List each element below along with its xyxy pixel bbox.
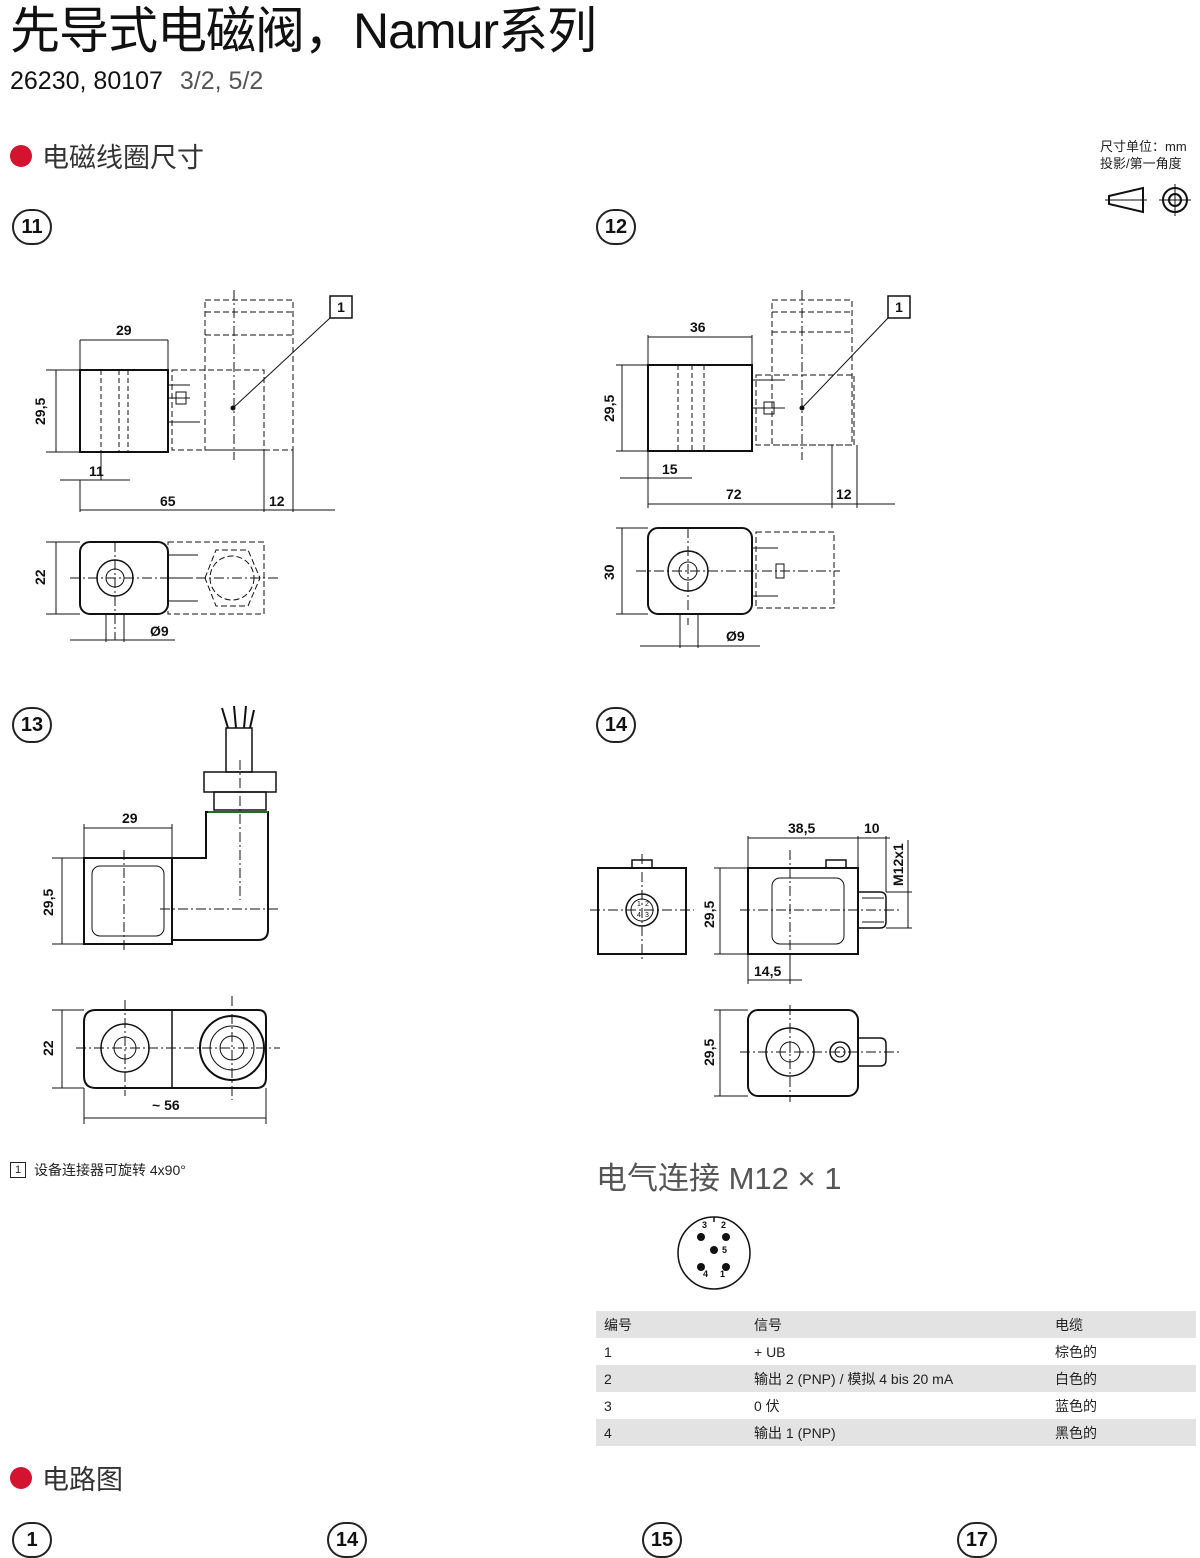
figure-11-drawing: 29 29,5 11 65 12 1 22 Ø9 bbox=[32, 290, 353, 642]
dim-width: 29 bbox=[122, 810, 138, 826]
note-marker: 1 bbox=[10, 1162, 26, 1178]
product-codes: 26230, 80107 bbox=[10, 67, 163, 95]
dim-offset: 11 bbox=[89, 463, 104, 479]
dim-diameter: Ø9 bbox=[150, 623, 169, 639]
dim-height: 29,5 bbox=[32, 398, 48, 425]
table-cell: 4 bbox=[604, 1424, 612, 1441]
pin-assignment-table: 编号 信号 电缆 1 + UB 棕色的 2 输出 2 (PNP) / 模拟 4 … bbox=[596, 1311, 1196, 1446]
circuit-badge: 14 bbox=[327, 1522, 367, 1558]
pin-label: 4 bbox=[703, 1269, 708, 1279]
table-cell: 1 bbox=[604, 1343, 612, 1360]
page-subtitle: 26230, 80107 3/2, 5/2 bbox=[10, 66, 263, 96]
dim-length: ~ 56 bbox=[152, 1097, 180, 1113]
pin-label: 1 bbox=[720, 1269, 725, 1279]
dim-height-bottom: 29,5 bbox=[701, 1039, 717, 1066]
table-row: 4 输出 1 (PNP) 黑色的 bbox=[596, 1419, 1196, 1446]
table-row: 1 + UB 棕色的 bbox=[596, 1338, 1196, 1365]
table-row: 3 0 伏 蓝色的 bbox=[596, 1392, 1196, 1419]
table-row: 2 输出 2 (PNP) / 模拟 4 bis 20 mA 白色的 bbox=[596, 1365, 1196, 1392]
dim-offset: 14,5 bbox=[754, 963, 781, 979]
table-cell: 3 bbox=[604, 1397, 612, 1414]
table-header-row: 编号 信号 电缆 bbox=[596, 1311, 1196, 1338]
valve-types: 3/2, 5/2 bbox=[179, 67, 264, 95]
projection-line: 投影/第一角度 bbox=[1100, 156, 1182, 171]
table-cell: 输出 1 (PNP) bbox=[754, 1424, 836, 1441]
pin-label: 5 bbox=[722, 1245, 727, 1255]
connection-title: 电气连接 M12 × 1 bbox=[596, 1161, 842, 1196]
dim-height: 29,5 bbox=[601, 395, 617, 422]
figure-12-drawing: 36 29,5 15 72 12 1 30 Ø9 bbox=[601, 290, 911, 648]
dim-extension: 12 bbox=[269, 493, 285, 509]
callout-label: 1 bbox=[337, 299, 345, 315]
dim-diameter: Ø9 bbox=[726, 628, 745, 644]
column-header: 电缆 bbox=[1055, 1316, 1083, 1333]
section-bullet-icon bbox=[10, 144, 32, 167]
units-note: 尺寸单位：mm 投影/第一角度 bbox=[1100, 138, 1200, 172]
table-cell: 0 伏 bbox=[754, 1397, 780, 1414]
table-cell: 2 bbox=[604, 1370, 612, 1387]
dim-width: 36 bbox=[690, 319, 706, 335]
figure-badge-14: 14 bbox=[596, 707, 636, 743]
section-bullet-icon bbox=[10, 1466, 32, 1489]
svg-text:1: 1 bbox=[637, 901, 641, 908]
dim-length: 65 bbox=[160, 493, 176, 509]
dim-length: 72 bbox=[726, 486, 742, 502]
dim-depth: 30 bbox=[601, 564, 617, 580]
dim-width: 38,5 bbox=[788, 820, 815, 836]
column-header: 编号 bbox=[604, 1316, 632, 1333]
figure-badge-11: 11 bbox=[12, 209, 52, 245]
circuit-badge: 1 bbox=[12, 1522, 52, 1558]
table-cell: 输出 2 (PNP) / 模拟 4 bis 20 mA bbox=[754, 1370, 954, 1387]
table-cell: 蓝色的 bbox=[1055, 1397, 1097, 1414]
dim-thread: M12x1 bbox=[890, 843, 906, 886]
page-title: 先导式电磁阀，Namur系列 bbox=[10, 3, 597, 59]
figure-13-drawing: 29 29,5 22 ~ 56 bbox=[40, 705, 280, 1124]
note-text: 设备连接器可旋转 4x90° bbox=[34, 1162, 186, 1178]
dim-depth: 22 bbox=[40, 1040, 56, 1056]
table-cell: 黑色的 bbox=[1055, 1424, 1097, 1441]
dim-extension: 12 bbox=[836, 486, 852, 502]
rotation-note: 1 设备连接器可旋转 4x90° bbox=[10, 1160, 186, 1180]
table-cell: 白色的 bbox=[1055, 1370, 1097, 1387]
callout-label: 1 bbox=[895, 299, 903, 315]
dim-extension: 10 bbox=[864, 820, 880, 836]
section-coil-dimensions: 电磁线圈尺寸 bbox=[10, 136, 204, 175]
section-title: 电路图 bbox=[42, 1465, 123, 1495]
m12-connector-pinout-icon: 3 2 5 4 1 bbox=[677, 1216, 751, 1290]
dim-depth: 22 bbox=[32, 569, 48, 585]
table-cell: 棕色的 bbox=[1055, 1343, 1097, 1360]
figure-badge-12: 12 bbox=[596, 209, 636, 245]
pin-label: 2 bbox=[721, 1220, 726, 1230]
dim-offset: 15 bbox=[662, 461, 678, 477]
table-cell: + UB bbox=[754, 1343, 786, 1360]
circuit-badge: 15 bbox=[642, 1522, 682, 1558]
pin-label: 3 bbox=[702, 1220, 707, 1230]
dim-width: 29 bbox=[116, 322, 132, 338]
svg-text:3: 3 bbox=[645, 912, 649, 919]
first-angle-projection-icon bbox=[1105, 184, 1191, 216]
svg-text:2: 2 bbox=[645, 901, 649, 908]
figure-badge-13: 13 bbox=[12, 707, 52, 743]
circuit-badge: 17 bbox=[957, 1522, 997, 1558]
units-line: 尺寸单位：mm bbox=[1100, 139, 1187, 154]
svg-text:4: 4 bbox=[637, 912, 641, 919]
section-title: 电磁线圈尺寸 bbox=[42, 143, 204, 173]
dim-height: 29,5 bbox=[701, 901, 717, 928]
dim-height: 29,5 bbox=[40, 889, 56, 916]
column-header: 信号 bbox=[754, 1316, 782, 1333]
section-circuit-diagram: 电路图 bbox=[10, 1458, 123, 1497]
